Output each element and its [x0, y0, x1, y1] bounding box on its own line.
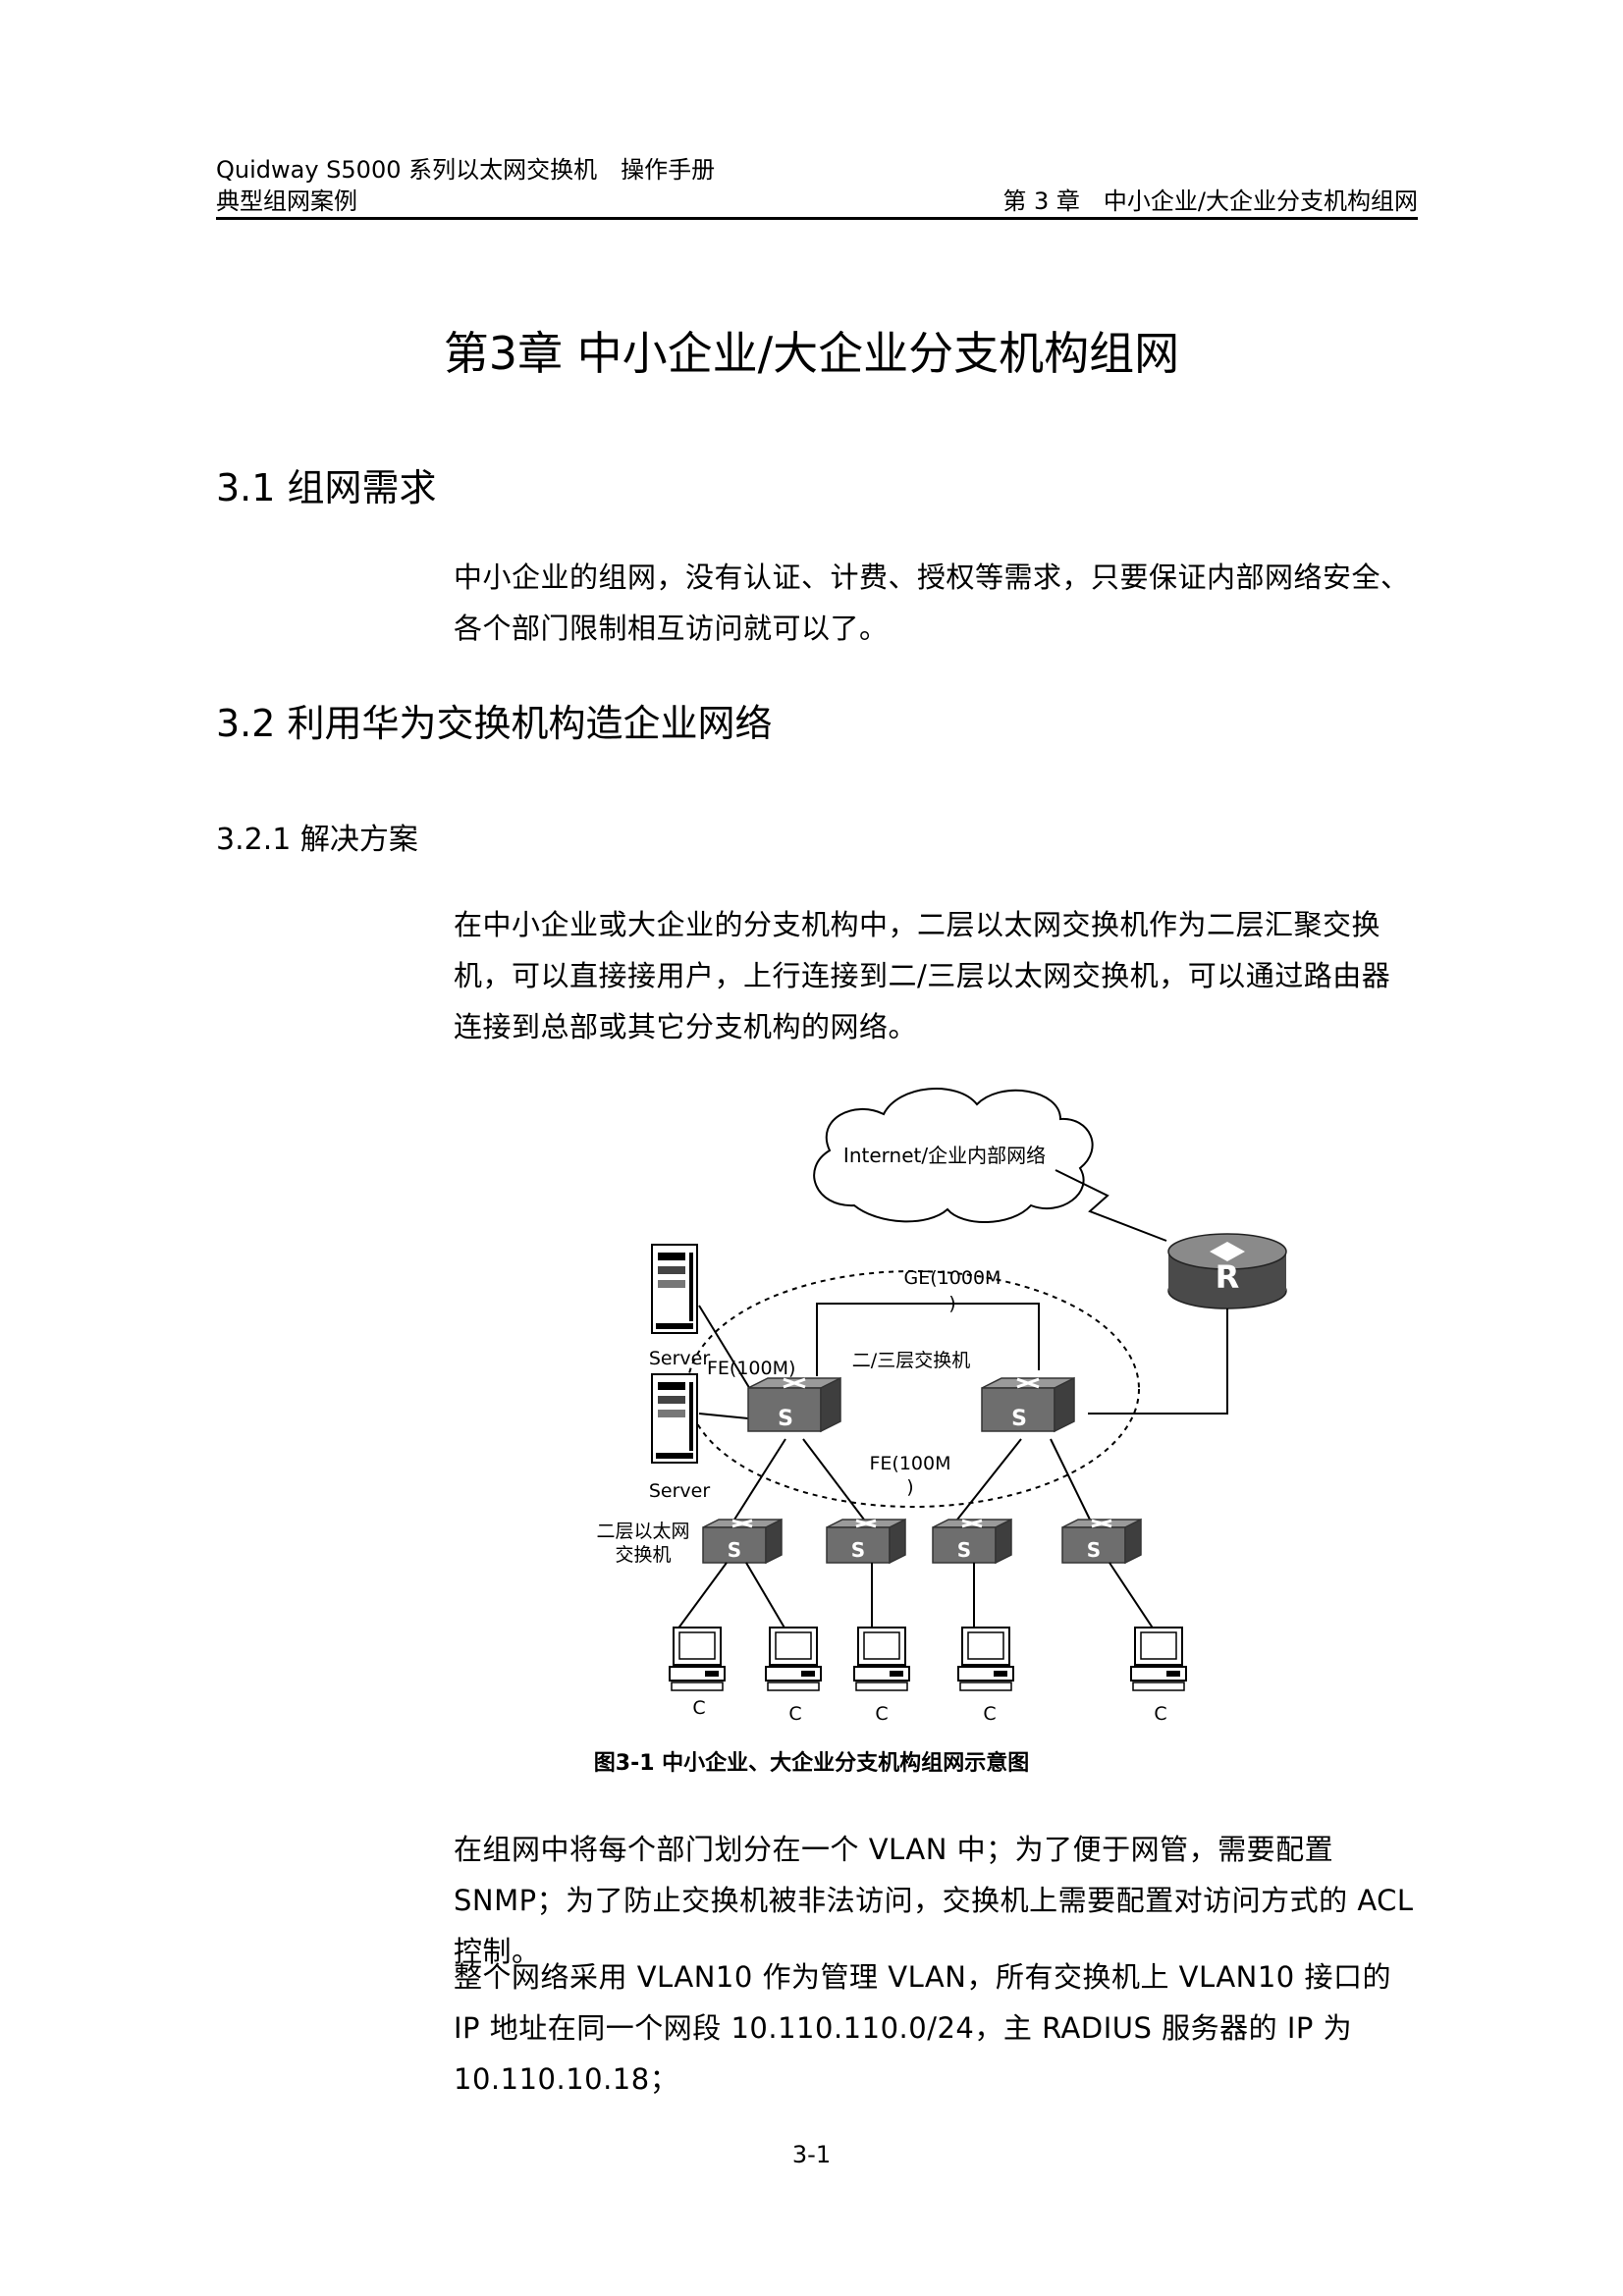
core-label: 二/三层交换机 — [852, 1350, 970, 1371]
pc-3 — [853, 1627, 910, 1691]
core-switch-1-letter: S — [778, 1407, 793, 1431]
router-core-link — [1088, 1308, 1228, 1415]
body-paragraph-1: 在组网中将每个部门划分在一个 VLAN 中；为了便于网管，需要配置 SNMP；为… — [454, 1833, 1414, 1968]
figure-caption: 图3-1 中小企业、大企业分支机构组网示意图 — [593, 1751, 1030, 1776]
core1-access1-link — [733, 1438, 786, 1521]
access-switch-3-letter: S — [957, 1538, 971, 1562]
cloud-label: Internet/企业内部网络 — [843, 1144, 1046, 1167]
server-2 — [651, 1373, 698, 1464]
wan-link — [1055, 1169, 1167, 1242]
section-3-1-paragraph: 中小企业的组网，没有认证、计费、授权等需求，只要保证内部网络安全、各个部门限制相… — [454, 561, 1410, 645]
header-section-right: 第 3 章 中小企业/大企业分支机构组网 — [1002, 187, 1418, 215]
access-label-1: 二层以太网 — [596, 1521, 689, 1542]
header-product: Quidway S5000 系列以太网交换机 操作手册 — [216, 156, 716, 184]
access-switch-2 — [825, 1518, 907, 1565]
core-group-ellipse — [686, 1270, 1140, 1508]
access4-pc5-link — [1109, 1562, 1155, 1630]
core-switch-2-letter: S — [1011, 1407, 1027, 1431]
access-switch-3 — [931, 1518, 1013, 1565]
header-rule — [216, 217, 1418, 220]
access1-pc2-link — [745, 1562, 786, 1630]
pc-label-5: C — [1154, 1703, 1166, 1725]
pc-label-4: C — [983, 1703, 996, 1725]
fe-label-mid-1: FE(100M — [869, 1453, 950, 1474]
section-heading-3-2: 3.2 利用华为交换机构造企业网络 — [216, 702, 773, 745]
section-heading-3-1: 3.1 组网需求 — [216, 466, 437, 509]
core-switch-2 — [980, 1376, 1076, 1433]
core2-access3-link — [956, 1438, 1022, 1521]
section-heading-3-2-1: 3.2.1 解决方案 — [216, 823, 418, 857]
pc-4 — [957, 1627, 1014, 1691]
section-3-2-1-paragraph: 在中小企业或大企业的分支机构中，二层以太网交换机作为二层汇聚交换机，可以直接接用… — [454, 908, 1391, 1043]
cloud-shape — [813, 1088, 1094, 1224]
server-label-2: Server — [649, 1480, 710, 1502]
server-link-bottom — [698, 1413, 749, 1419]
ge-label-2: ) — [948, 1293, 955, 1314]
ge-link — [816, 1303, 1040, 1376]
page-number: 3-1 — [791, 2141, 832, 2168]
access-switch-1-letter: S — [728, 1538, 741, 1562]
fe-label-left: FE(100M) — [707, 1358, 795, 1379]
server-label-1: Server — [649, 1348, 710, 1369]
access-switch-4 — [1060, 1518, 1143, 1565]
pc-2 — [765, 1627, 822, 1691]
router-icon — [1167, 1233, 1287, 1309]
server-link-top — [698, 1305, 757, 1400]
pc-label-2: C — [788, 1703, 801, 1725]
core2-access4-link — [1050, 1438, 1091, 1521]
chapter-title: 第3章 中小企业/大企业分支机构组网 — [443, 327, 1180, 380]
body-paragraph-2: 整个网络采用 VLAN10 作为管理 VLAN，所有交换机上 VLAN10 接口… — [454, 1960, 1391, 2096]
header-section-left: 典型组网案例 — [216, 187, 357, 215]
pc-1 — [669, 1627, 726, 1691]
access-switch-4-letter: S — [1087, 1538, 1101, 1562]
access1-pc1-link — [676, 1562, 728, 1630]
core1-access2-link — [802, 1438, 865, 1521]
access-switch-2-letter: S — [851, 1538, 865, 1562]
fe-label-mid-2: ) — [906, 1476, 913, 1498]
access-switch-1 — [701, 1518, 784, 1565]
pc-label-3: C — [875, 1703, 888, 1725]
access-label-2: 交换机 — [615, 1544, 671, 1566]
ge-label-1: GE(1000M — [904, 1267, 1001, 1289]
pc-label-1: C — [692, 1697, 705, 1719]
server-1 — [651, 1244, 698, 1334]
core-switch-1 — [746, 1376, 842, 1433]
router-letter: R — [1216, 1258, 1240, 1296]
pc-5 — [1130, 1627, 1187, 1691]
